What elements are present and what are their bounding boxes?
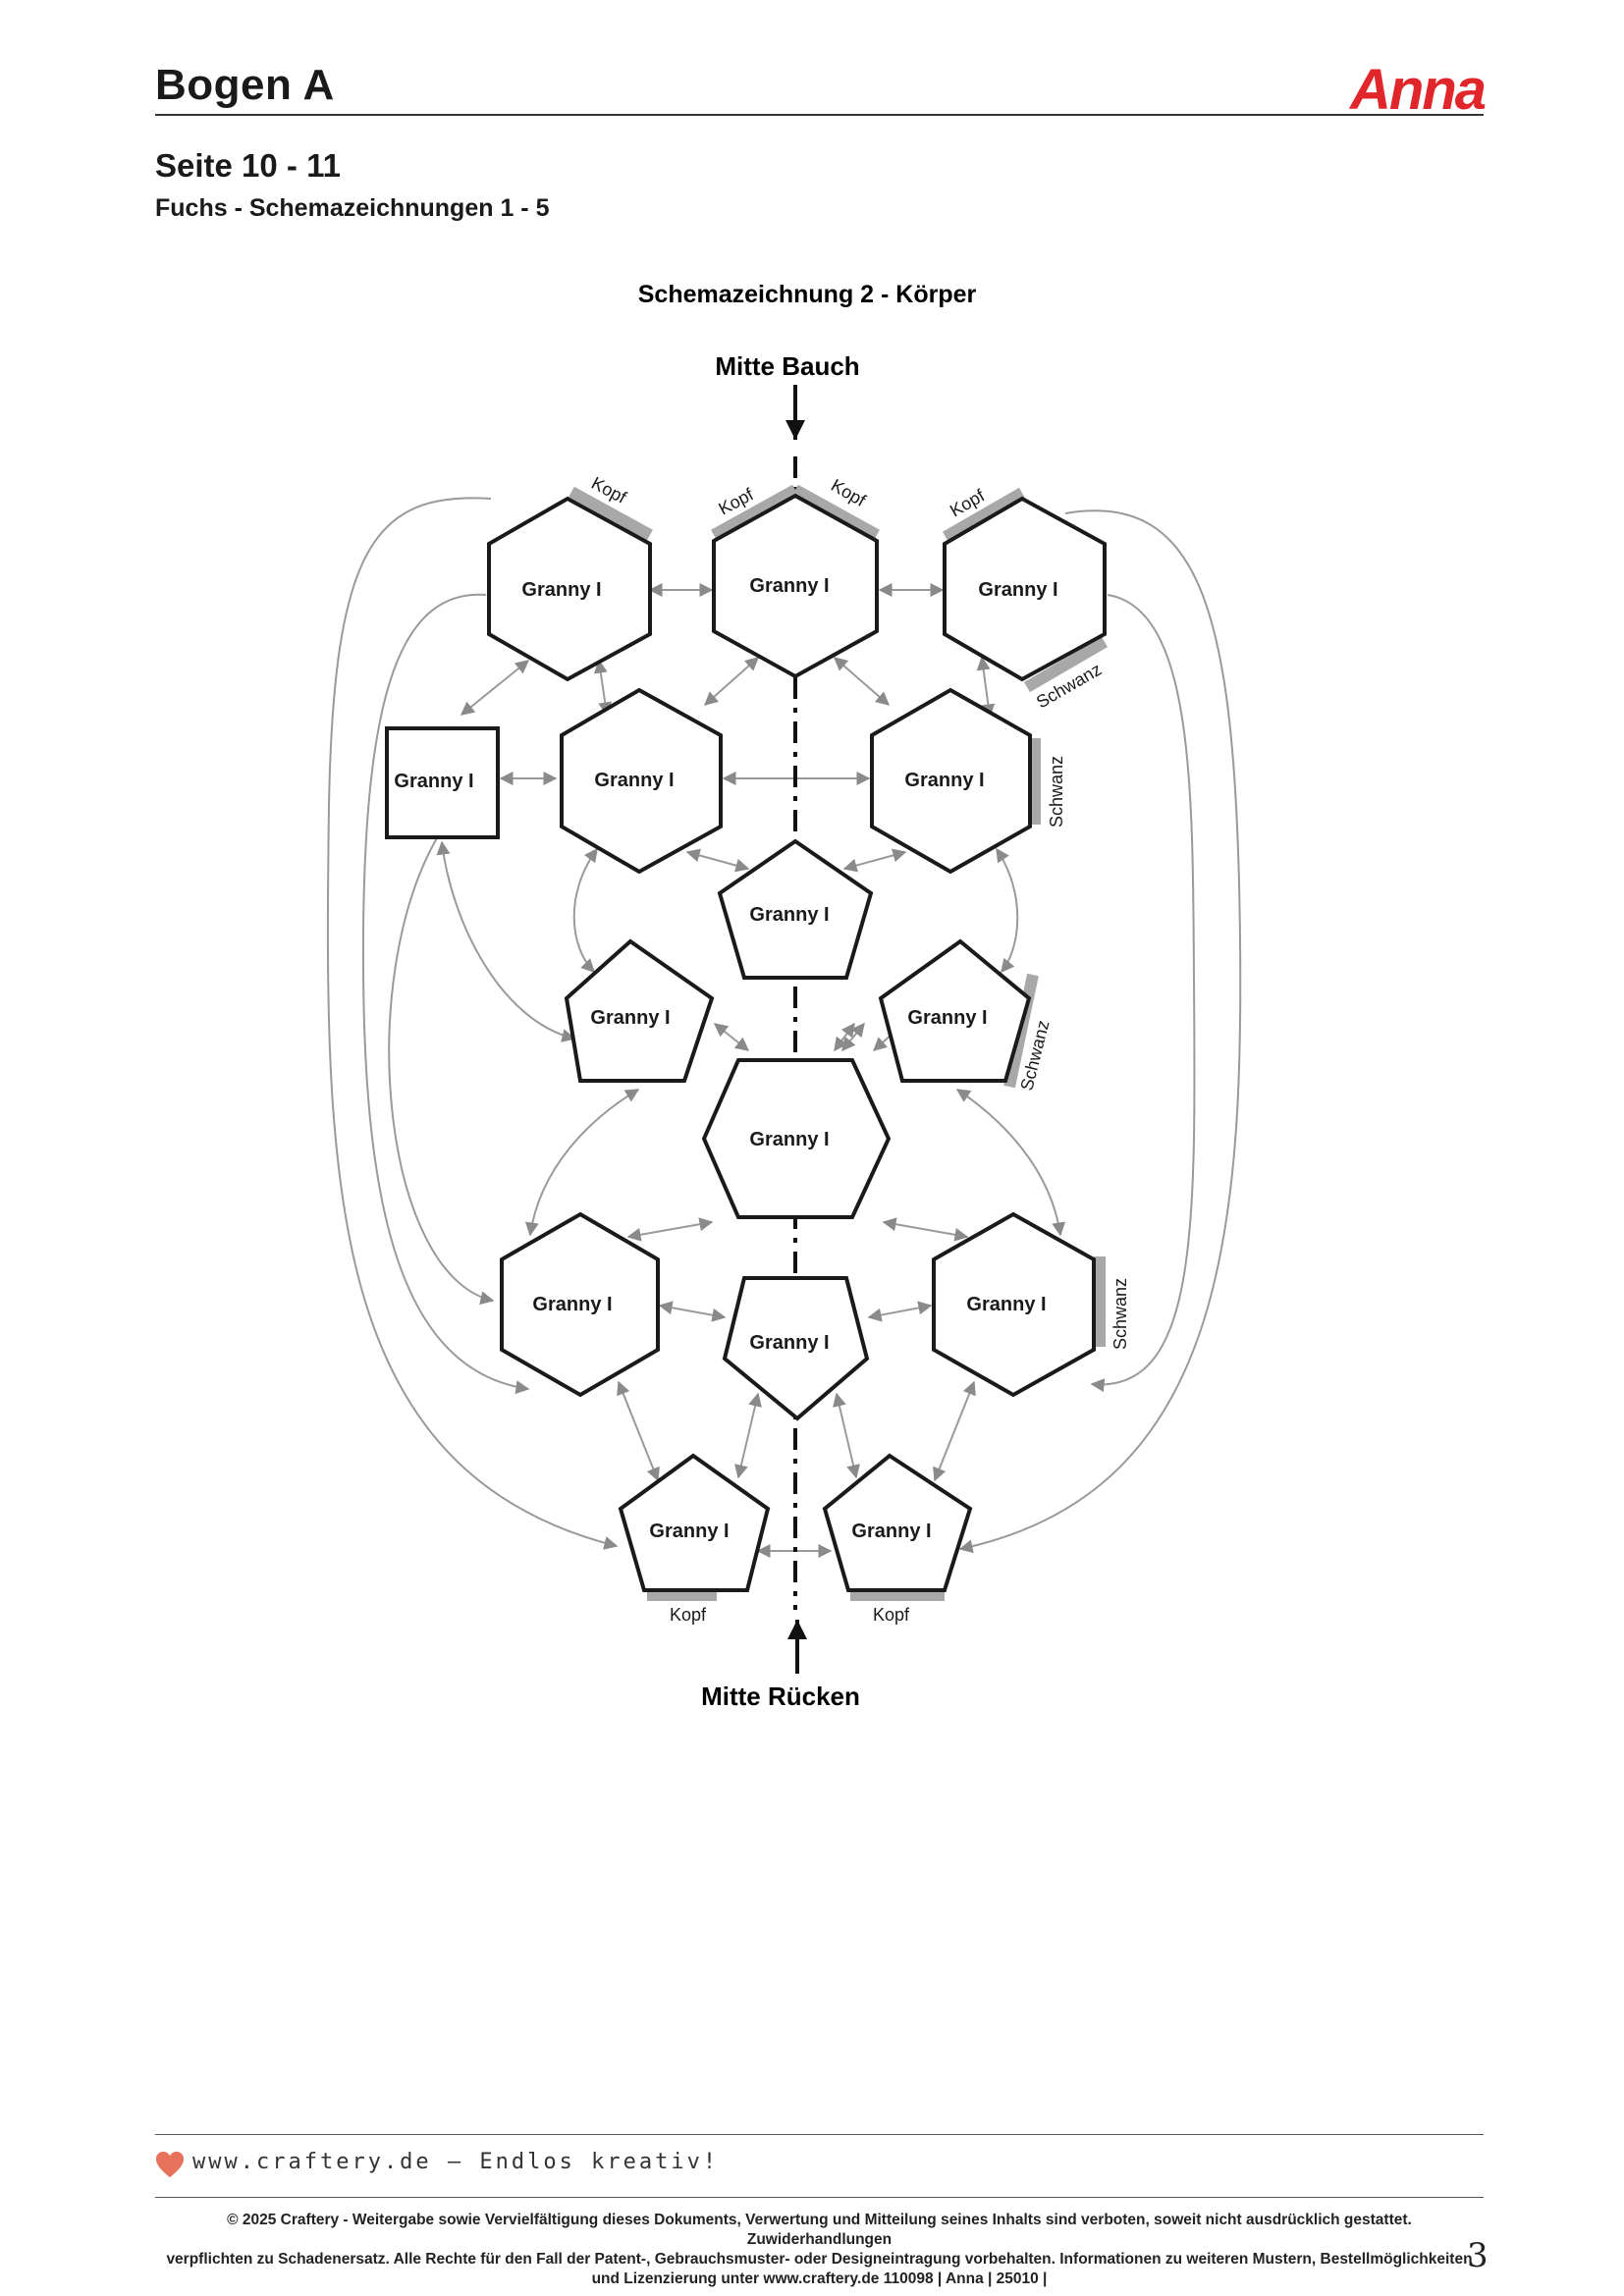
outer-curve-5 bbox=[1090, 594, 1196, 1393]
outer-curve-2 bbox=[361, 593, 530, 1395]
piece-label: Granny I bbox=[749, 904, 829, 926]
outer-curve-3 bbox=[388, 835, 495, 1306]
piece-pentagon bbox=[822, 1453, 973, 1592]
piece-hexagon bbox=[870, 687, 1032, 875]
connector bbox=[593, 659, 613, 717]
footer-rule-top bbox=[155, 2134, 1484, 2135]
connector bbox=[833, 657, 891, 706]
outer-connectors bbox=[326, 497, 1242, 1554]
outer-curve-4 bbox=[958, 509, 1242, 1554]
piece-pentagon bbox=[878, 938, 1032, 1083]
connector bbox=[976, 656, 996, 719]
piece-pentagon bbox=[717, 838, 874, 980]
edge-mark-kopf bbox=[568, 486, 653, 541]
piece-hexagon bbox=[712, 493, 879, 679]
piece-label: Granny I bbox=[978, 579, 1057, 601]
connector bbox=[734, 1392, 762, 1479]
piece-pentagon bbox=[564, 938, 715, 1083]
connector bbox=[996, 847, 1019, 974]
piece-labels: Granny I Granny I Granny I Granny I Gran… bbox=[394, 575, 1057, 1542]
page-number: 3 bbox=[1467, 2236, 1489, 2275]
edge-mark-schwanz bbox=[1023, 636, 1109, 693]
edge-label-schwanz: Schwanz bbox=[1110, 1278, 1130, 1350]
connector bbox=[841, 1022, 865, 1052]
diagram-title: Schemazeichnung 2 - Körper bbox=[638, 281, 977, 308]
connector bbox=[658, 1301, 727, 1322]
heart-icon bbox=[155, 2151, 185, 2178]
connector bbox=[882, 1217, 969, 1242]
piece-hexagon bbox=[701, 1058, 892, 1219]
piece-hexagon bbox=[500, 1211, 660, 1398]
piece-square bbox=[385, 726, 500, 839]
copyright-line: © 2025 Craftery - Weitergabe sowie Vervi… bbox=[227, 2212, 1412, 2248]
edge-label-kopf: Kopf bbox=[670, 1605, 707, 1625]
copyright-notice: © 2025 Craftery - Weitergabe sowie Vervi… bbox=[155, 2211, 1484, 2289]
bottom-label: Mitte Rücken bbox=[701, 1682, 860, 1711]
connector bbox=[436, 840, 576, 1042]
anna-logo: Anna bbox=[1350, 58, 1487, 122]
connector bbox=[833, 1392, 860, 1479]
piece-label: Granny I bbox=[904, 770, 984, 791]
piece-label: Granny I bbox=[394, 771, 473, 792]
edge-label-schwanz: Schwanz bbox=[1047, 756, 1066, 828]
page-subtitle: Seite 10 - 11 bbox=[155, 147, 341, 184]
connector bbox=[867, 1301, 933, 1322]
edge-mark-kopf bbox=[711, 484, 798, 541]
edge-label-kopf: Kopf bbox=[873, 1605, 910, 1625]
piece-label: Granny I bbox=[532, 1294, 612, 1315]
connector bbox=[617, 1380, 660, 1482]
connector bbox=[703, 657, 760, 706]
connector bbox=[572, 847, 598, 973]
connectors bbox=[436, 583, 1066, 1558]
piece-label: Granny I bbox=[966, 1294, 1046, 1315]
section-subtitle: Fuchs - Schemazeichnungen 1 - 5 bbox=[155, 194, 550, 222]
piece-hexagon bbox=[487, 496, 652, 682]
connector bbox=[685, 848, 750, 873]
piece-label: Granny I bbox=[749, 1332, 829, 1354]
top-label: Mitte Bauch bbox=[715, 351, 859, 381]
edge-marks bbox=[568, 484, 1109, 1601]
connector bbox=[713, 1023, 750, 1051]
connector bbox=[834, 1022, 855, 1052]
header-rule bbox=[155, 114, 1484, 116]
edge-mark-kopf bbox=[943, 487, 1025, 543]
connector bbox=[955, 1089, 1066, 1237]
piece-label: Granny I bbox=[749, 1129, 829, 1150]
piece-label: Granny I bbox=[590, 1007, 670, 1029]
piece-label: Granny I bbox=[851, 1521, 931, 1542]
connector bbox=[842, 848, 907, 873]
piece-label: Granny I bbox=[521, 579, 601, 601]
page-title: Bogen A bbox=[155, 61, 335, 109]
piece-pentagon bbox=[722, 1276, 870, 1421]
edge-mark-kopf bbox=[792, 484, 880, 541]
connector bbox=[626, 1217, 714, 1242]
connector bbox=[933, 1380, 976, 1482]
copyright-line: und Lizenzierung unter www.craftery.de 1… bbox=[591, 2270, 1048, 2287]
connector bbox=[524, 1089, 640, 1237]
outer-curve-1 bbox=[326, 497, 619, 1550]
piece-hexagon bbox=[932, 1211, 1096, 1398]
piece-label: Granny I bbox=[749, 575, 829, 597]
piece-pentagon bbox=[618, 1453, 771, 1592]
piece-hexagon bbox=[560, 687, 723, 875]
piece-label: Granny I bbox=[649, 1521, 729, 1542]
piece-hexagon bbox=[943, 496, 1107, 682]
piece-label: Granny I bbox=[907, 1007, 987, 1029]
connector bbox=[460, 660, 530, 716]
footer-rule-bottom bbox=[155, 2197, 1484, 2198]
piece-label: Granny I bbox=[594, 770, 674, 791]
pieces bbox=[385, 493, 1107, 1592]
copyright-line: verpflichten zu Schadenersatz. Alle Rech… bbox=[166, 2251, 1473, 2268]
footer-website: www.craftery.de – Endlos kreativ! bbox=[192, 2150, 720, 2174]
